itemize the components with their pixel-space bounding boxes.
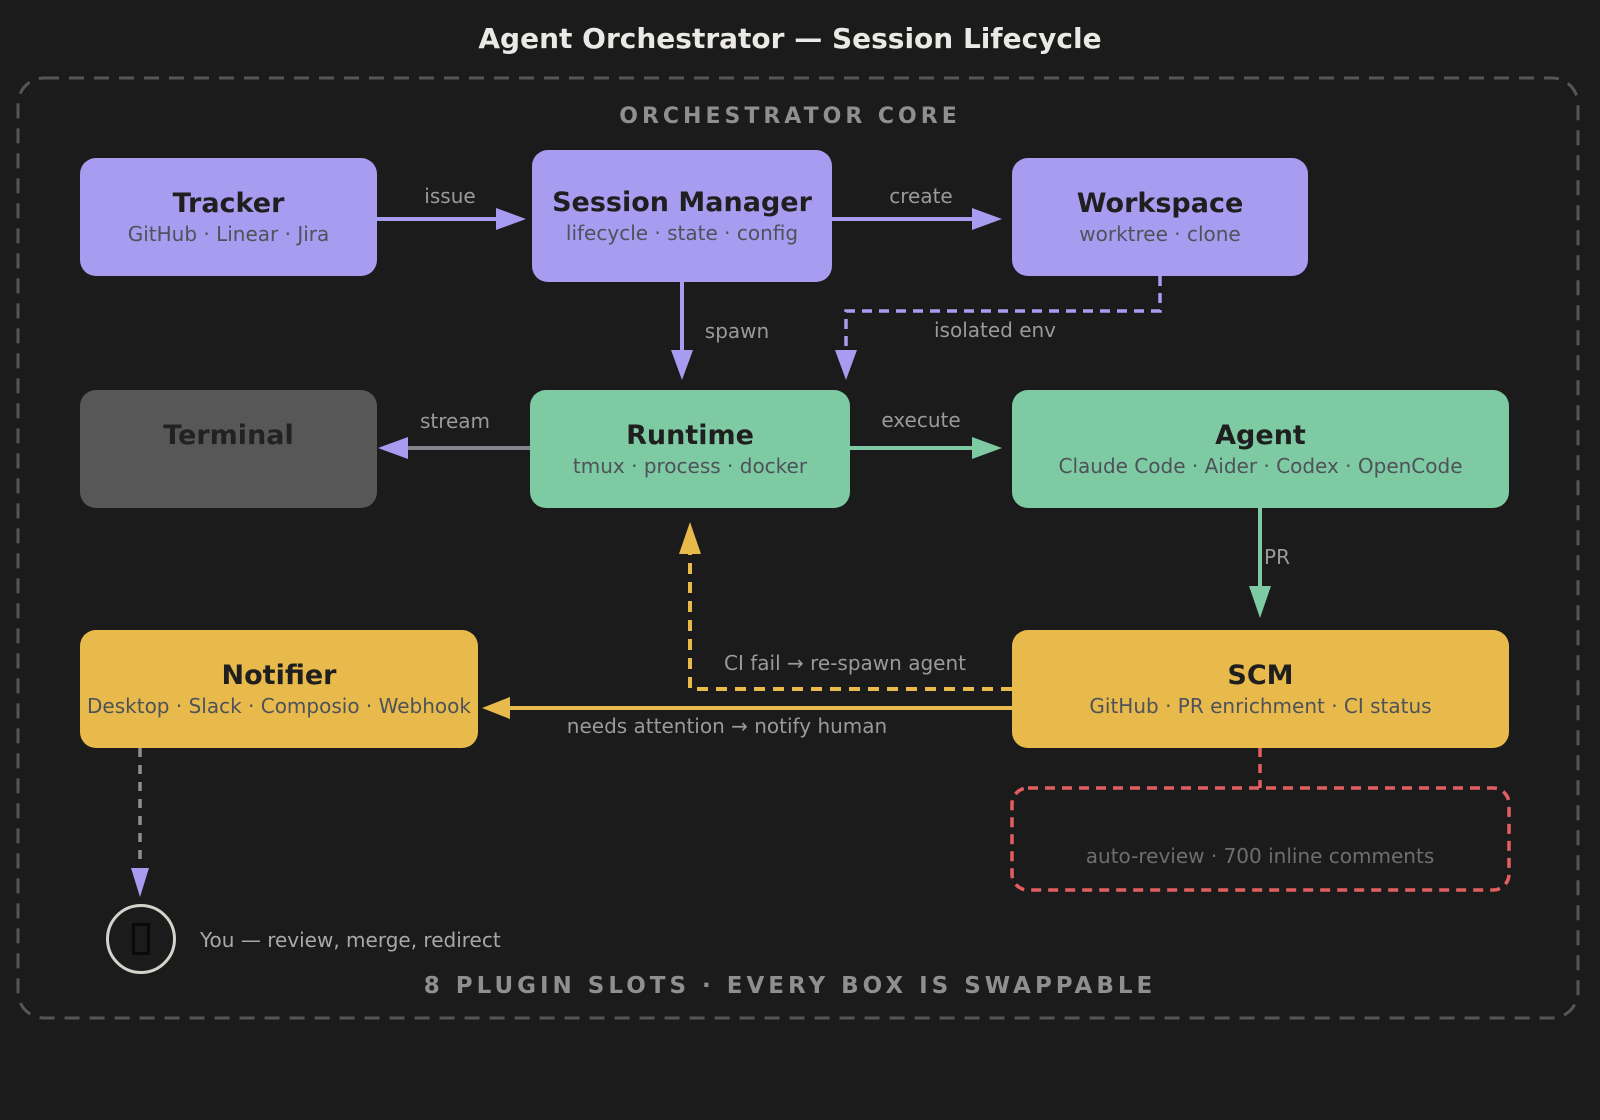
needs-attention-arrowhead-icon xyxy=(482,697,510,719)
edge-label-isolated-env: isolated env xyxy=(933,318,1057,342)
orchestrator-frame xyxy=(16,76,1580,1020)
human-label: You — review, merge, redirect xyxy=(200,928,501,952)
node-notifier-subtitle: Desktop · Slack · Composio · Webhook xyxy=(87,693,471,718)
edge-label-execute: execute xyxy=(881,408,961,432)
pr-arrowhead-icon xyxy=(1249,586,1271,618)
node-session-manager-title: Session Manager xyxy=(552,186,812,218)
edge-isolated-env xyxy=(835,276,1162,380)
node-tracker-subtitle: GitHub · Linear · Jira xyxy=(127,221,330,246)
node-scm-title: SCM xyxy=(1227,659,1294,691)
edge-label-pr: PR xyxy=(1264,545,1290,569)
spawn-arrowhead-icon xyxy=(671,350,693,380)
isolated-env-arrowhead-icon xyxy=(835,350,857,380)
frame-footer: 8 PLUGIN SLOTS · EVERY BOX IS SWAPPABLE xyxy=(423,973,1157,999)
node-session-manager-subtitle: lifecycle · state · config xyxy=(565,220,799,245)
edge-needs-attention xyxy=(482,697,1012,719)
issue-arrowhead-icon xyxy=(496,208,526,230)
stream-arrowhead-icon xyxy=(378,437,408,459)
ci-fail-arrowhead-icon xyxy=(679,522,701,554)
edge-notify-human xyxy=(131,748,149,897)
edge-label-needs-attention: needs attention → notify human xyxy=(566,714,888,738)
edge-spawn xyxy=(671,282,693,380)
execute-arrowhead-icon xyxy=(972,437,1002,459)
auto-review-box xyxy=(1010,786,1511,892)
edge-pr xyxy=(1249,508,1271,618)
person-placeholder-icon xyxy=(132,923,150,955)
node-notifier-title: Notifier xyxy=(221,659,337,691)
create-arrowhead-icon xyxy=(972,208,1002,230)
node-agent: Agent Claude Code · Aider · Codex · Open… xyxy=(1012,390,1509,508)
node-runtime-title: Runtime xyxy=(626,419,754,451)
node-tracker: Tracker GitHub · Linear · Jira xyxy=(80,158,377,276)
page-title: Agent Orchestrator — Session Lifecycle xyxy=(478,22,1102,55)
node-runtime: Runtime tmux · process · docker xyxy=(530,390,850,508)
auto-review-label: auto-review · 700 inline comments xyxy=(1085,844,1435,868)
human-avatar xyxy=(106,904,176,974)
edge-label-spawn: spawn xyxy=(704,319,770,343)
edge-issue xyxy=(377,208,526,230)
edge-execute xyxy=(850,437,1002,459)
node-workspace-title: Workspace xyxy=(1076,187,1244,219)
node-session-manager: Session Manager lifecycle · state · conf… xyxy=(532,150,832,282)
edge-ci-fail xyxy=(679,522,1012,691)
edge-label-create: create xyxy=(889,184,953,208)
frame-label: ORCHESTRATOR CORE xyxy=(619,104,961,129)
node-terminal: Terminal xyxy=(80,390,377,508)
node-tracker-title: Tracker xyxy=(172,187,285,219)
node-notifier: Notifier Desktop · Slack · Composio · We… xyxy=(80,630,478,748)
node-workspace-subtitle: worktree · clone xyxy=(1079,221,1241,246)
edge-label-stream: stream xyxy=(419,409,491,433)
edge-label-ci-fail: CI fail → re-spawn agent xyxy=(724,651,966,675)
notify-human-arrowhead-icon xyxy=(131,868,149,897)
node-scm-subtitle: GitHub · PR enrichment · CI status xyxy=(1089,693,1432,718)
edge-stream xyxy=(378,437,530,459)
node-runtime-subtitle: tmux · process · docker xyxy=(572,453,808,478)
edge-label-issue: issue xyxy=(424,184,476,208)
node-scm: SCM GitHub · PR enrichment · CI status xyxy=(1012,630,1509,748)
edge-create xyxy=(832,208,1002,230)
node-workspace: Workspace worktree · clone xyxy=(1012,158,1308,276)
node-agent-title: Agent xyxy=(1215,419,1306,451)
node-terminal-title: Terminal xyxy=(163,419,294,451)
node-agent-subtitle: Claude Code · Aider · Codex · OpenCode xyxy=(1058,453,1463,478)
